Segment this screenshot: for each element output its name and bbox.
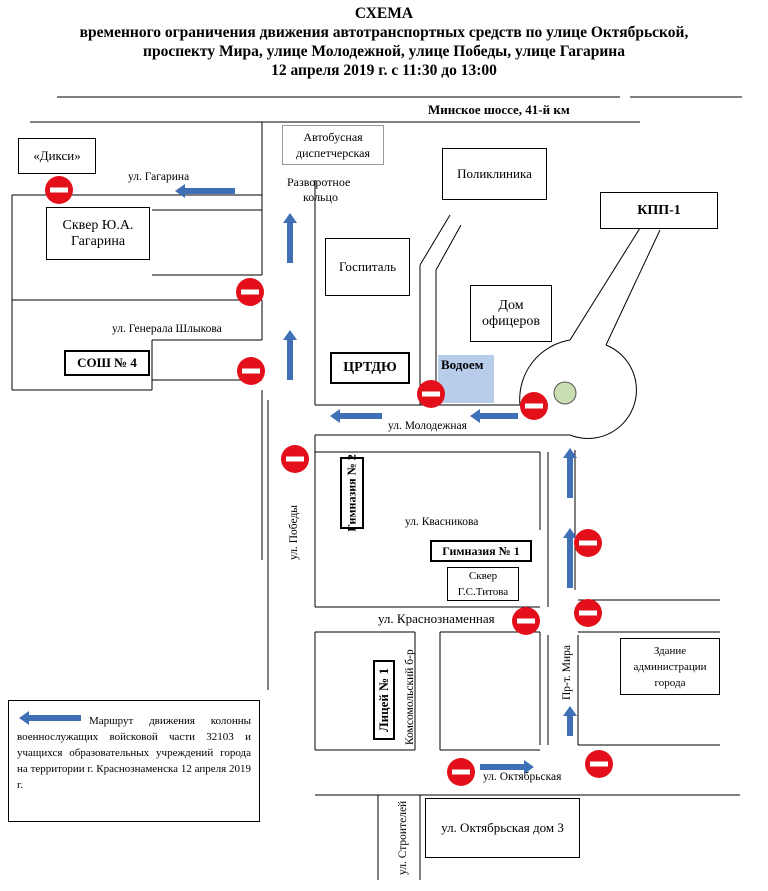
street-stroiteley: ул. Строителей xyxy=(397,800,409,875)
stop-sign-11 xyxy=(585,750,613,778)
stop-sign-8 xyxy=(512,607,540,635)
stop-sign-9 xyxy=(574,599,602,627)
lyceum-1: Лицей № 1 xyxy=(373,660,395,740)
roundabout-center xyxy=(553,381,577,405)
city-administration: Здание администрации города xyxy=(620,638,720,695)
pond-label: Водоем xyxy=(441,357,484,372)
officers-house: Дом офицеров xyxy=(470,285,552,342)
minsk-highway-label: Минское шоссе, 41-й км xyxy=(428,102,570,117)
route-arrow-left-molodezh-1 xyxy=(330,409,382,423)
street-krasnoznamennaya: ул. Краснознаменная xyxy=(378,611,495,626)
stop-sign-6 xyxy=(281,445,309,473)
route-arrow-up-mira-3 xyxy=(563,706,577,736)
legend-box: Маршрут движения колонны военнослужащих … xyxy=(8,700,260,822)
gymnasium-2-label: Гимназия № 2 xyxy=(345,454,359,532)
stop-sign-7 xyxy=(574,529,602,557)
route-arrow-up-mira-1 xyxy=(563,448,577,498)
street-molodezhnaya: ул. Молодежная xyxy=(388,420,467,432)
map-subtitle-line2: проспекту Мира, улице Молодежной, улице … xyxy=(143,43,625,60)
uturn-label-2: кольцо xyxy=(303,190,338,204)
lyceum-1-label: Лицей № 1 xyxy=(376,668,391,732)
crtdu: ЦРТДЮ xyxy=(330,352,410,384)
route-arrow-left-gagarina xyxy=(175,184,235,198)
uturn-label-1: Разворотное xyxy=(287,175,351,189)
street-pobedy: ул. Победы xyxy=(288,504,300,560)
map-date: 12 апреля 2019 г. с 11:30 до 13:00 xyxy=(271,62,497,79)
stop-sign-4 xyxy=(417,380,445,408)
route-arrow-left-molodezh-2 xyxy=(470,409,518,423)
oktyabrskaya-3: ул. Октябрьская дом 3 xyxy=(425,798,580,858)
street-mira: Пр-т. Мира xyxy=(561,644,573,700)
stop-sign-1 xyxy=(45,176,73,204)
map-subtitle-line1: временного ограничения движения автотран… xyxy=(79,24,689,41)
stop-sign-5 xyxy=(520,392,548,420)
dixi-store: «Дикси» xyxy=(18,138,96,174)
street-kvasnikova: ул. Квасникова xyxy=(405,516,479,528)
street-gagarina: ул. Гагарина xyxy=(128,171,190,183)
titov-square: Сквер Г.С.Титова xyxy=(447,567,519,601)
gymnasium-1: Гимназия № 1 xyxy=(430,540,532,562)
polyclinic: Поликлиника xyxy=(442,148,547,200)
kpp-1: КПП-1 xyxy=(600,192,718,229)
route-arrow-up-2 xyxy=(283,330,297,380)
pond-area xyxy=(438,355,494,403)
route-arrow-up-mira-2 xyxy=(563,528,577,588)
stop-sign-10 xyxy=(447,758,475,786)
stop-sign-2 xyxy=(236,278,264,306)
hospital: Госпиталь xyxy=(325,238,410,296)
stop-sign-3 xyxy=(237,357,265,385)
gagarin-square: Сквер Ю.А. Гагарина xyxy=(46,207,150,260)
street-komsomolsky: Комсомольский б-р xyxy=(404,649,416,745)
bus-dispatch: Автобусная диспетчерская xyxy=(282,125,384,165)
legend-arrow-icon xyxy=(19,711,81,725)
map-title: СХЕМА xyxy=(354,5,414,22)
street-shlykova: ул. Генерала Шлыкова xyxy=(112,323,222,335)
route-arrow-right-oktyabrskaya xyxy=(480,760,534,774)
route-arrow-up-1 xyxy=(283,213,297,263)
gymnasium-2: Гимназия № 2 xyxy=(340,454,364,532)
legend-text: Маршрут движения колонны военнослужащих … xyxy=(17,715,251,791)
street-oktyabrskaya: ул. Октябрьская xyxy=(483,771,562,783)
school-4: СОШ № 4 xyxy=(64,350,150,376)
